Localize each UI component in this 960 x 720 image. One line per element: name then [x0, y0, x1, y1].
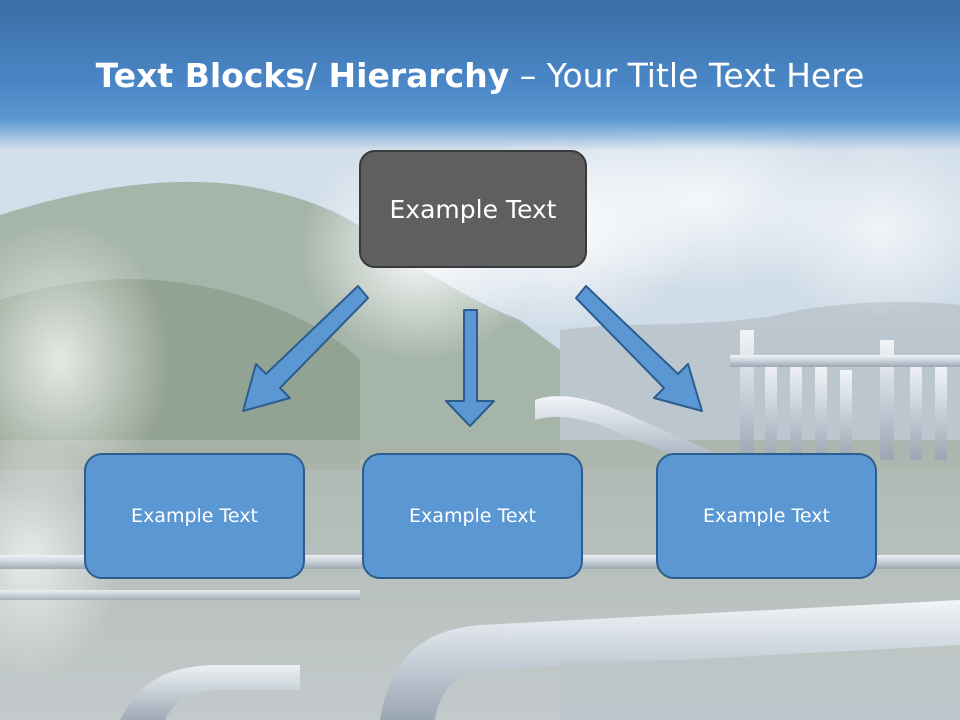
- child-text-block-left[interactable]: Example Text: [84, 453, 305, 579]
- child-text-block-right-label: Example Text: [703, 505, 830, 527]
- slide-title: Text Blocks/ Hierarchy – Your Title Text…: [0, 52, 960, 100]
- child-text-block-right[interactable]: Example Text: [656, 453, 877, 579]
- title-band: [0, 0, 960, 150]
- child-text-block-left-label: Example Text: [131, 505, 258, 527]
- arrow-middle: [445, 309, 495, 427]
- top-text-block-label: Example Text: [389, 194, 557, 224]
- slide-title-rest: – Your Title Text Here: [509, 56, 865, 95]
- top-text-block[interactable]: Example Text: [359, 150, 587, 268]
- slide-title-bold: Text Blocks/ Hierarchy: [95, 56, 510, 95]
- arrow-left: [242, 285, 369, 412]
- arrow-right: [575, 285, 703, 412]
- child-text-block-middle-label: Example Text: [409, 505, 536, 527]
- child-text-block-middle[interactable]: Example Text: [362, 453, 583, 579]
